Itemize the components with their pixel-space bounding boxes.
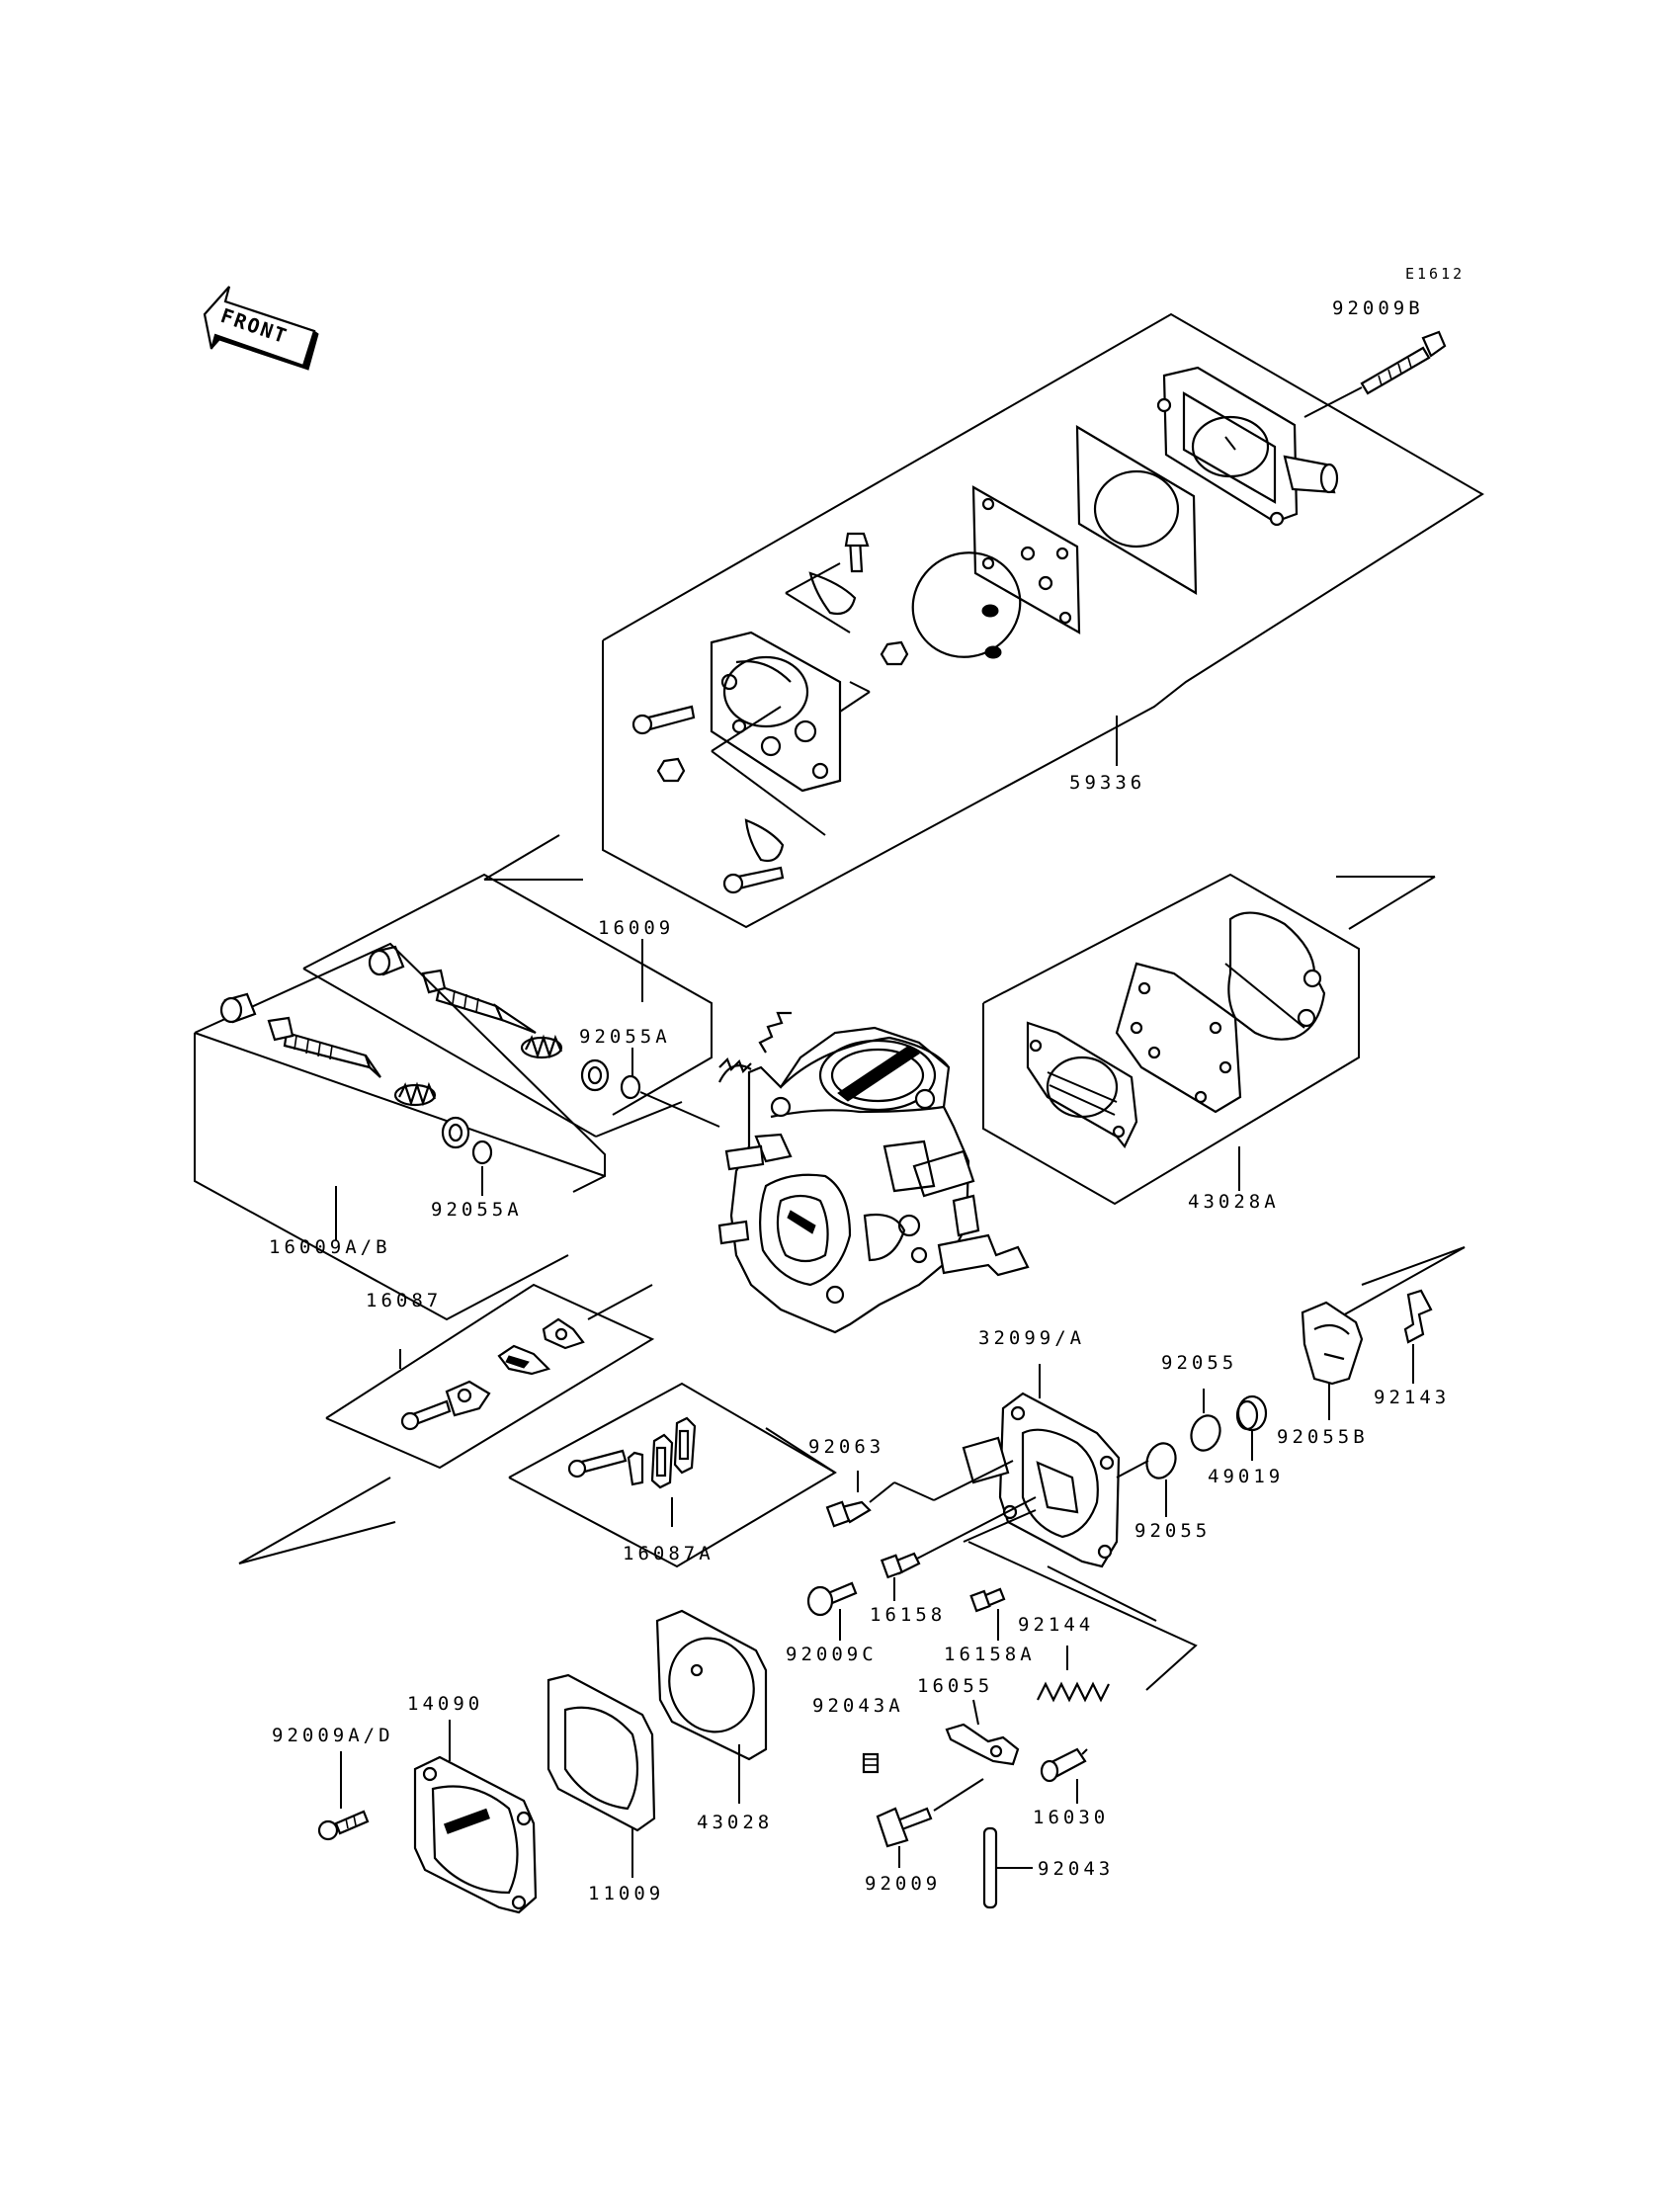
pilot-screw-cap-upper <box>368 945 405 976</box>
label-16055: 16055 <box>917 1675 993 1697</box>
pilot-spring-lower <box>393 1081 437 1107</box>
check-valve-a-parts <box>567 1416 697 1489</box>
label-11009: 11009 <box>588 1883 664 1904</box>
check-valve-kit-box <box>325 1283 655 1470</box>
label-92063: 92063 <box>808 1436 884 1458</box>
fuel-pump-diaphragm <box>911 551 1022 659</box>
fuel-pump-gasket-1 <box>1075 425 1198 595</box>
lever-16055 <box>945 1699 1020 1766</box>
label-92055-bottom: 92055 <box>1134 1520 1211 1542</box>
fuel-pump-screws <box>631 705 785 894</box>
label-14090: 14090 <box>407 1693 483 1715</box>
pilot-screw-lower <box>267 1016 381 1078</box>
gasket-small <box>1026 1021 1138 1149</box>
gasket-medium <box>1115 962 1242 1114</box>
plunger-16030 <box>1040 1747 1088 1804</box>
label-16087: 16087 <box>366 1290 442 1311</box>
screw-92009ad <box>317 1751 370 1841</box>
pilot-screw-kit-ab-box <box>194 942 606 1321</box>
label-92009: 92009 <box>865 1873 941 1895</box>
label-16030: 16030 <box>1033 1807 1109 1828</box>
label-16009ab: 16009A/B <box>269 1236 391 1258</box>
label-92009b: 92009B <box>1332 297 1424 319</box>
label-92043a: 92043A <box>812 1695 904 1717</box>
lower-pointer-lines <box>238 1477 396 1564</box>
diagram-code: E1612 <box>1405 265 1465 283</box>
pilot-spring-upper <box>520 1034 563 1059</box>
label-92144: 92144 <box>1018 1614 1094 1636</box>
check-valve-kit-a-box <box>508 1382 837 1568</box>
pump-plug-49019 <box>1235 1394 1268 1461</box>
fuel-pump-valve-top <box>785 532 870 634</box>
label-16158: 16158 <box>870 1604 946 1626</box>
fuel-pump-kit-box <box>483 312 1484 929</box>
pilot-oring-upper <box>620 1074 641 1100</box>
label-92043: 92043 <box>1038 1858 1114 1880</box>
check-valve-plate <box>445 1317 585 1417</box>
carburetor-body <box>717 1011 1030 1334</box>
pilot-screw-cap-lower <box>219 992 257 1024</box>
pilot-screw-upper <box>421 969 537 1035</box>
pilot-washer-lower <box>441 1116 470 1149</box>
screw-16158a <box>969 1587 1006 1641</box>
fuel-pump-screw <box>1303 330 1447 418</box>
fuel-pump-gasket-2 <box>971 485 1081 634</box>
label-49019: 49019 <box>1208 1466 1284 1487</box>
pump-oring-92055 <box>1116 1389 1221 1517</box>
fuel-pump-valve-bottom <box>711 706 826 863</box>
pilot-oring-lower <box>471 1140 493 1165</box>
label-32099a: 32099/A <box>978 1327 1085 1349</box>
label-92009c: 92009C <box>786 1644 878 1665</box>
pump-cover-plate <box>962 1384 1121 1568</box>
diaphragm-43028 <box>655 1609 768 1804</box>
diaphragm-cover-14090 <box>413 1720 538 1914</box>
fuel-pump-body <box>710 631 871 793</box>
check-valve-screw <box>400 1399 452 1431</box>
screw-92009c <box>806 1581 858 1641</box>
screw-92063 <box>825 1460 1014 1528</box>
gasket-kit-box <box>982 873 1436 1206</box>
pilot-washer-upper <box>580 1058 610 1092</box>
small-bracket <box>1403 1289 1433 1344</box>
gasket-11009 <box>546 1673 656 1878</box>
spring-92144 <box>1037 1646 1110 1703</box>
label-43028a: 43028A <box>1188 1191 1280 1213</box>
label-92055b: 92055B <box>1277 1426 1369 1448</box>
label-59336: 59336 <box>1069 772 1145 794</box>
label-92055a-bottom: 92055A <box>431 1199 523 1221</box>
pin-92043 <box>982 1826 1033 1909</box>
label-16087a: 16087A <box>623 1543 714 1564</box>
label-92055a-top: 92055A <box>579 1026 671 1048</box>
screw-16158 <box>880 1496 1037 1601</box>
pilot-screw-kit-box <box>302 873 713 1138</box>
screw-92009 <box>876 1778 984 1868</box>
accelerator-pump-cover <box>1301 1301 1364 1394</box>
front-arrow-icon: FRONT <box>203 286 319 371</box>
label-16009: 16009 <box>598 917 674 939</box>
label-92055-top: 92055 <box>1161 1352 1237 1374</box>
set-screw-92043a <box>862 1752 880 1774</box>
fuel-pump-nut <box>656 640 909 783</box>
label-92009ad: 92009A/D <box>272 1725 394 1746</box>
gasket-large <box>1224 911 1326 1041</box>
label-92143: 92143 <box>1374 1387 1450 1408</box>
label-43028: 43028 <box>697 1812 773 1833</box>
label-16158a: 16158A <box>944 1644 1036 1665</box>
fuel-pump-cover <box>1156 366 1339 527</box>
